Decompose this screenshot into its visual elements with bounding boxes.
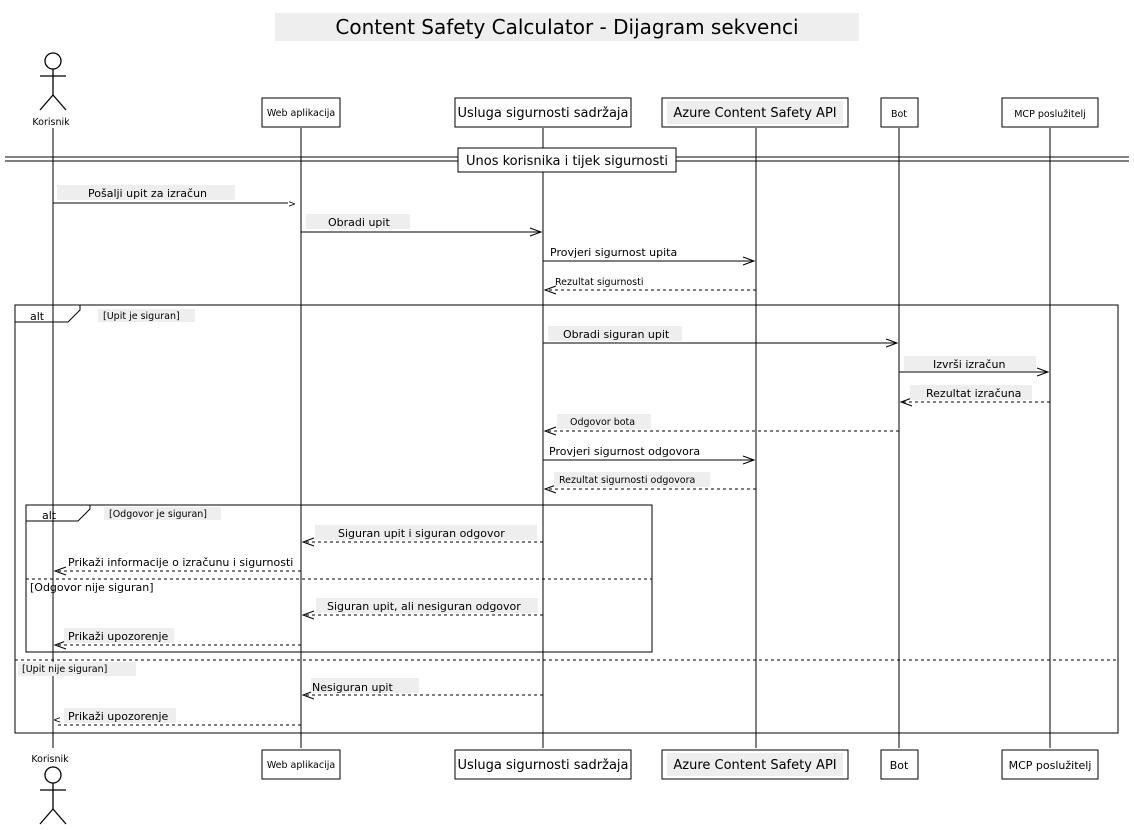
message-label-bg-m11 <box>315 525 537 540</box>
participant-label-mcp-bottom: MCP poslužitelj <box>1009 759 1092 772</box>
message-label-bg-m5 <box>548 326 682 341</box>
alt-guard-outer: [Upit je siguran] <box>103 311 180 322</box>
arrowhead-m3 <box>742 256 756 266</box>
message-label-m12: Prikaži informacije o izračunu i sigurno… <box>68 556 293 569</box>
actor-head-icon <box>44 766 62 784</box>
arrowhead-m14 <box>53 640 67 650</box>
arrowhead-m12 <box>53 566 67 576</box>
arrowhead-m2 <box>529 227 543 237</box>
messages <box>53 202 1050 726</box>
participant-box-api-top-fill <box>667 101 843 124</box>
participant-label-bot-bottom: Bot <box>890 759 909 772</box>
message-label-m14: Prikaži upozorenje <box>68 630 169 643</box>
message-label-bg-m7 <box>910 385 1032 400</box>
participant-box-mcp-bottom <box>1001 749 1099 780</box>
participant-label-web-bottom: Web aplikacija <box>267 760 335 771</box>
diagram-title: Content Safety Calculator - Dijagram sek… <box>335 15 798 39</box>
alt-keyword-inner: alt <box>42 509 57 522</box>
divider-label: Unos korisnika i tijek sigurnosti <box>466 154 668 169</box>
message-label-m9: Provjeri sigurnost odgovora <box>549 445 700 458</box>
arrowhead-m1: > <box>288 199 296 210</box>
participant-label-api-bottom: Azure Content Safety API <box>673 758 836 773</box>
arrowhead-m4 <box>543 285 557 295</box>
arrowhead-m8 <box>543 426 557 436</box>
arrowhead-m5 <box>885 338 899 348</box>
arrowhead-m7 <box>899 397 913 407</box>
arrowhead-m6 <box>1036 367 1050 377</box>
title-box <box>275 13 859 41</box>
participant-box-web-bottom <box>261 749 341 780</box>
arrowhead-m10 <box>543 484 557 494</box>
arrowhead-m16: < <box>53 715 61 726</box>
arrowhead-m15 <box>301 690 315 700</box>
alt-guard-inner-bg <box>104 507 221 520</box>
arrowhead-m13 <box>301 610 315 620</box>
message-label-bg-m2 <box>306 214 410 229</box>
actor-head-icon <box>44 52 62 70</box>
message-label-m4: Rezultat sigurnosti <box>555 277 643 288</box>
participant-box-api-bottom-fill <box>667 753 843 776</box>
alt-frame-outer <box>14 304 1119 734</box>
participant-box-bot-top <box>880 97 919 128</box>
participant-box-service-top <box>454 97 632 128</box>
alt-else-outer: [Upit nije siguran] <box>22 664 107 675</box>
message-label-bg-m15 <box>311 678 419 693</box>
alt-else-inner: [Odgovor nije siguran] <box>30 581 154 594</box>
arrowhead-m11 <box>301 537 315 547</box>
message-label-bg-m13 <box>316 598 538 613</box>
message-label-m11: Siguran upit i siguran odgovor <box>338 527 505 540</box>
divider-box <box>457 147 677 173</box>
participant-box-bot-bottom <box>880 749 919 780</box>
message-label-bg-m10 <box>554 472 710 487</box>
message-label-bg-m14 <box>64 628 174 643</box>
message-label-m15: Nesiguran upit <box>312 681 393 694</box>
alt-frame-inner-tab <box>26 505 91 522</box>
participant-label-user-bottom: Korisnik <box>31 754 69 765</box>
actor-user-bottom <box>39 766 67 825</box>
message-label-bg-m16 <box>64 708 176 723</box>
message-label-bg-m6 <box>904 356 1036 371</box>
participant-label-web-top: Web aplikacija <box>267 108 335 119</box>
participant-box-web-top <box>261 97 341 128</box>
participant-box-mcp-top <box>1001 97 1099 128</box>
message-label-m2: Obradi upit <box>328 216 390 229</box>
message-label-m1: Pošalji upit za izračun <box>88 187 207 200</box>
message-label-m7: Rezultat izračuna <box>926 387 1021 400</box>
alt-guard-outer-bg <box>98 309 195 322</box>
message-label-m3: Provjeri sigurnost upita <box>550 246 677 259</box>
message-label-m8: Odgovor bota <box>570 417 635 428</box>
alt-frame-outer-tab <box>15 305 81 323</box>
participant-label-bot-top: Bot <box>891 109 907 120</box>
participant-label-service-bottom: Usluga sigurnosti sadržaja <box>458 758 629 773</box>
participant-label-api-top: Azure Content Safety API <box>673 106 836 121</box>
message-label-m10: Rezultat sigurnosti odgovora <box>559 475 695 486</box>
participant-box-service-bottom <box>454 749 632 780</box>
message-label-m5: Obradi siguran upit <box>563 328 670 341</box>
actor-user-top <box>39 52 67 111</box>
alt-keyword-outer: alt <box>30 310 45 323</box>
message-label-m16: Prikaži upozorenje <box>68 710 169 723</box>
message-label-bg-m1 <box>57 185 235 200</box>
participant-label-service-top: Usluga sigurnosti sadržaja <box>458 106 629 121</box>
alt-guard-inner: [Odgovor je siguran] <box>109 509 207 520</box>
participant-label-mcp-top: MCP poslužitelj <box>1014 109 1086 120</box>
participant-label-user-top: Korisnik <box>32 117 70 128</box>
alt-else-outer-bg <box>18 662 136 676</box>
message-label-bg-m8 <box>557 414 651 429</box>
message-label-m13: Siguran upit, ali nesiguran odgovor <box>327 600 521 613</box>
message-label-m6: Izvrši izračun <box>933 358 1005 371</box>
arrowhead-m9 <box>742 455 756 465</box>
lifelines <box>52 128 1051 748</box>
